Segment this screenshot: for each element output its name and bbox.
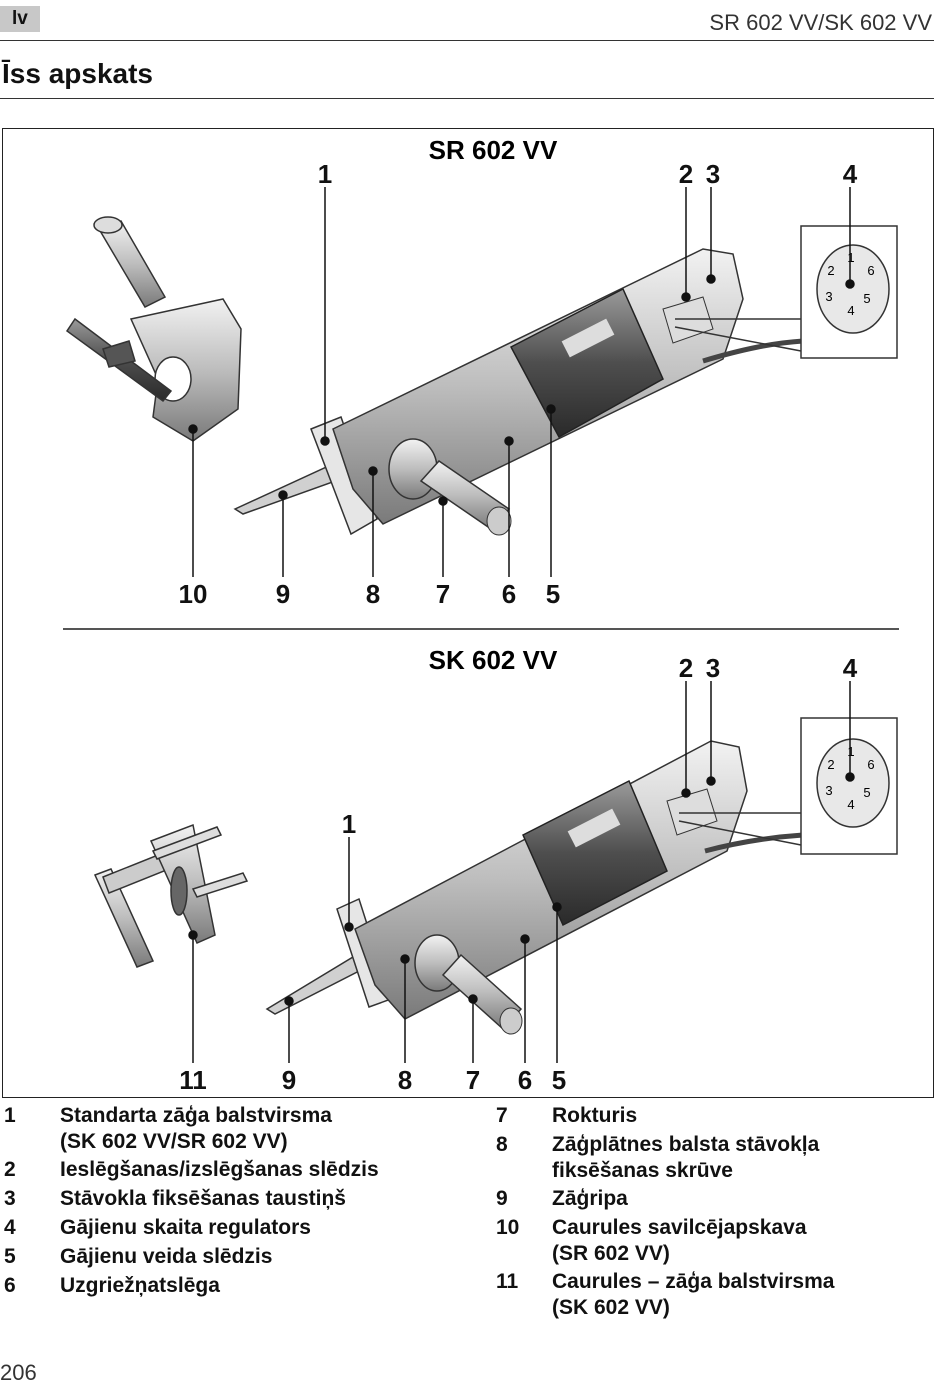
callout-7-sk: 7 [466,1065,480,1095]
pipe-saw-support-illustration [93,823,249,968]
callout-3: 3 [706,159,720,189]
svg-text:5: 5 [863,291,870,306]
page-number: 206 [0,1360,37,1385]
svg-text:3: 3 [825,783,832,798]
callout-2-sk: 2 [679,653,693,683]
callout-7: 7 [436,579,450,609]
svg-text:2: 2 [827,757,834,772]
sk-saw-illustration: SK 602 VV [93,645,898,1095]
callout-5: 5 [546,579,560,609]
header-rule [0,40,934,41]
title-rule [0,98,934,99]
saw-shoe [310,416,378,536]
svg-text:1: 1 [847,744,854,759]
motor-housing-sk [522,779,668,927]
callout-3-sk: 3 [706,653,720,683]
callout-6-sk: 6 [518,1065,532,1095]
aux-handle-sk [441,953,523,1031]
callout-2: 2 [679,159,693,189]
callout-1: 1 [318,159,332,189]
language-badge: lv [0,6,40,32]
svg-text:1: 1 [847,250,854,265]
svg-text:3: 3 [825,289,832,304]
section-title: Īss apskats [2,58,153,89]
legend-left: 1 Standarta zāģa balstvirsma (SK 602 VV/… [4,1104,379,1297]
callout-8: 8 [366,579,380,609]
callout-1-sk: 1 [342,809,356,839]
svg-text:2: 2 [827,263,834,278]
top-figure-title: SR 602 VV [429,135,558,165]
saw-blade-sk [265,956,365,1015]
bottom-figure-title: SK 602 VV [429,645,558,675]
svg-text:4: 4 [847,797,854,812]
model-header: SR 602 VV/SK 602 VV [709,10,932,35]
callout-6: 6 [502,579,516,609]
callout-9: 9 [276,579,290,609]
motor-housing [509,287,664,439]
svg-text:4: 4 [847,303,854,318]
sr-saw-illustration: SR 602 VV [65,135,898,609]
callout-5-sk: 5 [552,1065,566,1095]
svg-text:6: 6 [867,757,874,772]
callout-11-sk: 11 [179,1065,207,1095]
pipe-clamp-illustration [65,216,242,442]
callout-8-sk: 8 [398,1065,412,1095]
callout-4: 4 [843,159,858,189]
svg-text:5: 5 [863,785,870,800]
legend-right: 7 Rokturis 8 Zāģplātnes balsta stāvokļa … [496,1104,835,1319]
saw-blade [233,463,343,515]
callout-10: 10 [179,579,208,609]
callout-9-sk: 9 [282,1065,296,1095]
callout-4-sk: 4 [843,653,858,683]
svg-text:6: 6 [867,263,874,278]
tool-overview-figure: SR 602 VV [2,128,934,1098]
